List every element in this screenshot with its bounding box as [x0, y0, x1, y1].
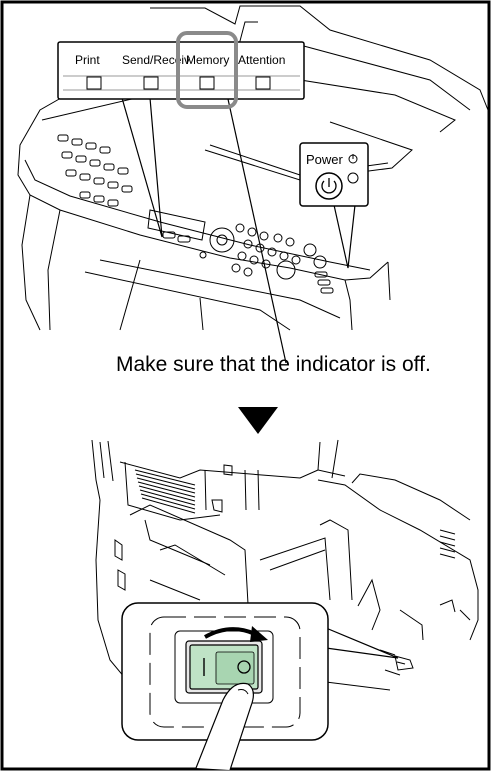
caption: Make sure that the indicator is off.	[116, 353, 491, 377]
indicator-memory	[200, 77, 214, 89]
label-memory: Memory	[186, 53, 229, 67]
callout-lines	[122, 90, 355, 363]
down-arrow-icon	[238, 407, 278, 434]
indicator-attention	[256, 77, 270, 89]
indicator-print	[87, 77, 101, 89]
switch-callout	[326, 628, 398, 658]
label-attention: Attention	[238, 53, 285, 67]
label-print: Print	[75, 53, 100, 67]
power-label: Power	[306, 152, 344, 167]
power-indicator-lamp	[348, 173, 358, 183]
indicator-send-receive	[144, 77, 158, 89]
indicator-panel: Print Send/Receiv Memory Attention	[58, 33, 304, 107]
switch-zoom-panel	[122, 603, 328, 770]
power-panel: Power	[300, 143, 368, 206]
